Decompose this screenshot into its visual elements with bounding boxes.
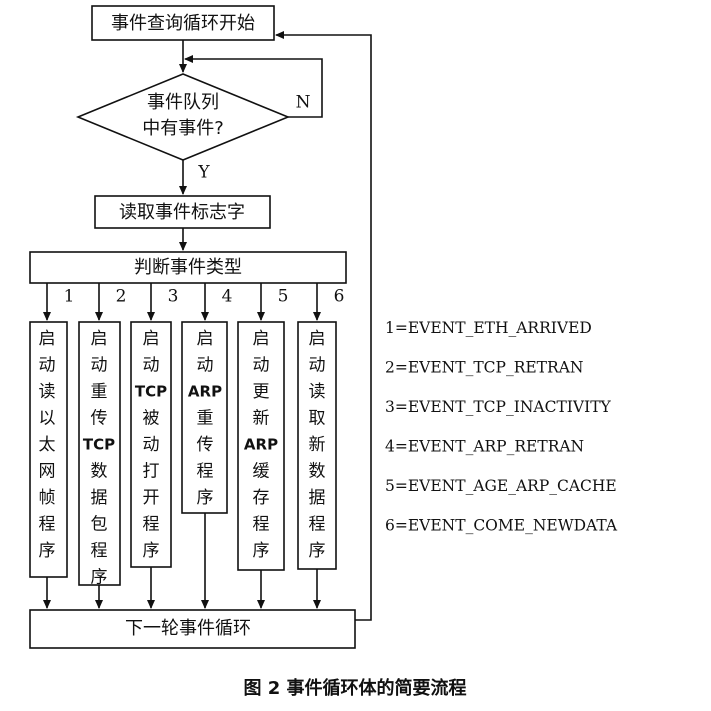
legend-item-5: 5=EVENT_AGE_ARP_CACHE [385, 477, 617, 495]
yes-label: Y [197, 163, 210, 183]
branch-box-4 [181, 321, 228, 514]
branch-5-text: 更 [253, 382, 270, 402]
read-flag-label: 读取事件标志字 [119, 202, 245, 223]
branch-box-2 [78, 321, 121, 586]
branch-number-5: 5 [278, 287, 289, 307]
branch-4-text: 启 [197, 329, 214, 349]
branch-3-text: 启 [143, 329, 160, 349]
branch-1-text: 动 [39, 356, 56, 376]
branch-number-2: 2 [116, 287, 127, 307]
branch-1-text: 太 [39, 435, 56, 455]
branch-box-3 [130, 321, 172, 568]
no-label: N [296, 93, 311, 113]
arrow-no-loop [184, 55, 323, 118]
branch-1-text: 程 [39, 515, 56, 535]
branch-6-text: 程 [309, 515, 326, 535]
branch-number-6: 6 [334, 287, 345, 307]
judge-type-box [29, 251, 347, 284]
branch-2-text: 数 [91, 462, 108, 482]
branch-1-text: 启 [39, 329, 56, 349]
branch-box-1 [29, 321, 68, 578]
event-legend: 1=EVENT_ETH_ARRIVED 2=EVENT_TCP_RETRAN 3=E… [385, 319, 618, 535]
branch-3-text: 动 [143, 356, 160, 376]
legend-item-2: 2=EVENT_TCP_RETRAN [385, 359, 583, 377]
branch-5-text: 动 [253, 356, 270, 376]
branch-1-text: 读 [39, 382, 56, 402]
branch-6-text: 据 [309, 488, 326, 508]
branch-5-text: ARP [244, 436, 278, 454]
branch-3-text: TCP [135, 383, 167, 401]
read-flag-box [94, 195, 271, 229]
branch-2-text: 据 [91, 488, 108, 508]
branch-number-3: 3 [168, 287, 179, 307]
branch-4-text: 序 [197, 488, 214, 508]
branch-2-text: 动 [91, 356, 108, 376]
branch-5-text: 缓 [253, 462, 270, 482]
branch-3-text: 动 [143, 435, 160, 455]
decision-diamond [75, 73, 291, 161]
branch-group: 1启动读以太网帧程序2启动重传TCP数据包程序3启动TCP被动打开程序4启动AR… [29, 283, 345, 609]
branch-4-text: 传 [197, 435, 214, 455]
branch-5-text: 启 [253, 329, 270, 349]
branch-2-text: 包 [91, 515, 108, 535]
branch-3-text: 打 [143, 462, 160, 482]
branch-box-6 [297, 321, 337, 570]
branch-6-text: 取 [309, 409, 326, 429]
branch-4-text: 程 [197, 462, 214, 482]
legend-item-6: 6=EVENT_COME_NEWDATA [385, 517, 618, 535]
branch-3-text: 程 [143, 515, 160, 535]
branch-2-text: 启 [91, 329, 108, 349]
branch-2-text: 重 [91, 382, 108, 402]
branch-1-text: 帧 [39, 488, 56, 508]
branch-6-text: 读 [309, 382, 326, 402]
arrow-loop-back [275, 31, 372, 621]
branch-6-text: 序 [309, 541, 326, 561]
branch-2-text: TCP [83, 436, 115, 454]
branch-2-text: 传 [91, 409, 108, 429]
legend-item-1: 1=EVENT_ETH_ARRIVED [385, 319, 592, 337]
decision-label-line2: 中有事件? [142, 118, 224, 139]
branch-2-text: 序 [91, 568, 108, 588]
branch-2-text: 程 [91, 541, 108, 561]
branch-5-text: 新 [253, 409, 270, 429]
branch-5-text: 程 [253, 515, 270, 535]
figure-caption: 图 2 事件循环体的简要流程 [243, 677, 466, 699]
branch-4-text: ARP [188, 383, 222, 401]
branch-6-text: 启 [309, 329, 326, 349]
branch-6-text: 数 [309, 462, 326, 482]
branch-number-4: 4 [222, 287, 233, 307]
decision-label-line1: 事件队列 [147, 92, 219, 113]
branch-4-text: 重 [197, 409, 214, 429]
legend-item-4: 4=EVENT_ARP_RETRAN [385, 438, 584, 456]
branch-number-1: 1 [64, 287, 75, 307]
branch-6-text: 动 [309, 356, 326, 376]
branch-5-text: 序 [253, 541, 270, 561]
next-loop-label: 下一轮事件循环 [125, 618, 251, 639]
branch-box-5 [237, 321, 285, 571]
legend-item-3: 3=EVENT_TCP_INACTIVITY [385, 398, 612, 416]
branch-6-text: 新 [309, 435, 326, 455]
start-box [91, 5, 275, 41]
branch-1-text: 网 [39, 462, 56, 482]
next-loop-box [29, 609, 356, 649]
branch-5-text: 存 [253, 488, 270, 508]
branch-4-text: 动 [197, 356, 214, 376]
branch-3-text: 被 [143, 409, 160, 429]
branch-1-text: 以 [39, 409, 56, 429]
start-label: 事件查询循环开始 [111, 13, 255, 34]
branch-1-text: 序 [39, 541, 56, 561]
branch-3-text: 开 [143, 488, 160, 508]
judge-type-label: 判断事件类型 [134, 257, 242, 278]
branch-3-text: 序 [143, 541, 160, 561]
